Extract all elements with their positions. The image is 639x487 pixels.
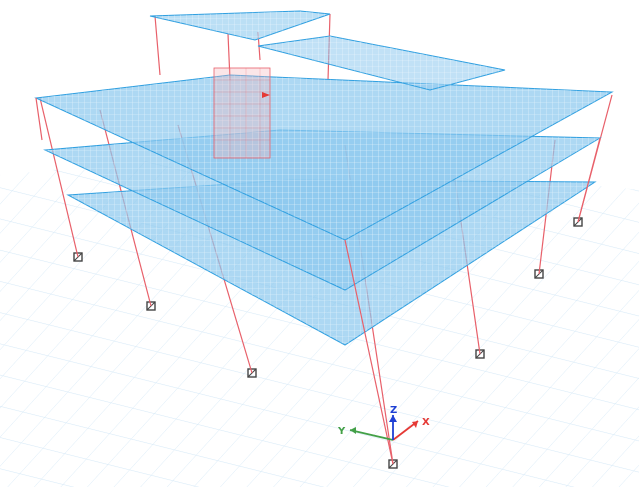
- column: [577, 137, 601, 223]
- front-columns-group: [35, 97, 601, 465]
- axis-triad: X Y Z: [337, 405, 430, 441]
- column: [35, 97, 43, 141]
- axis-y-label: Y: [337, 426, 346, 437]
- column: [39, 97, 79, 258]
- upper-roof-slab[interactable]: [257, 35, 506, 91]
- roof-penthouse-slab[interactable]: [149, 10, 331, 41]
- stair-core[interactable]: [213, 67, 271, 159]
- slab-level-3[interactable]: [34, 74, 614, 241]
- axis-z-label: Z: [390, 405, 397, 416]
- axis-x-label: X: [422, 417, 430, 428]
- column: [154, 15, 161, 76]
- column: [227, 33, 231, 81]
- column: [344, 239, 394, 465]
